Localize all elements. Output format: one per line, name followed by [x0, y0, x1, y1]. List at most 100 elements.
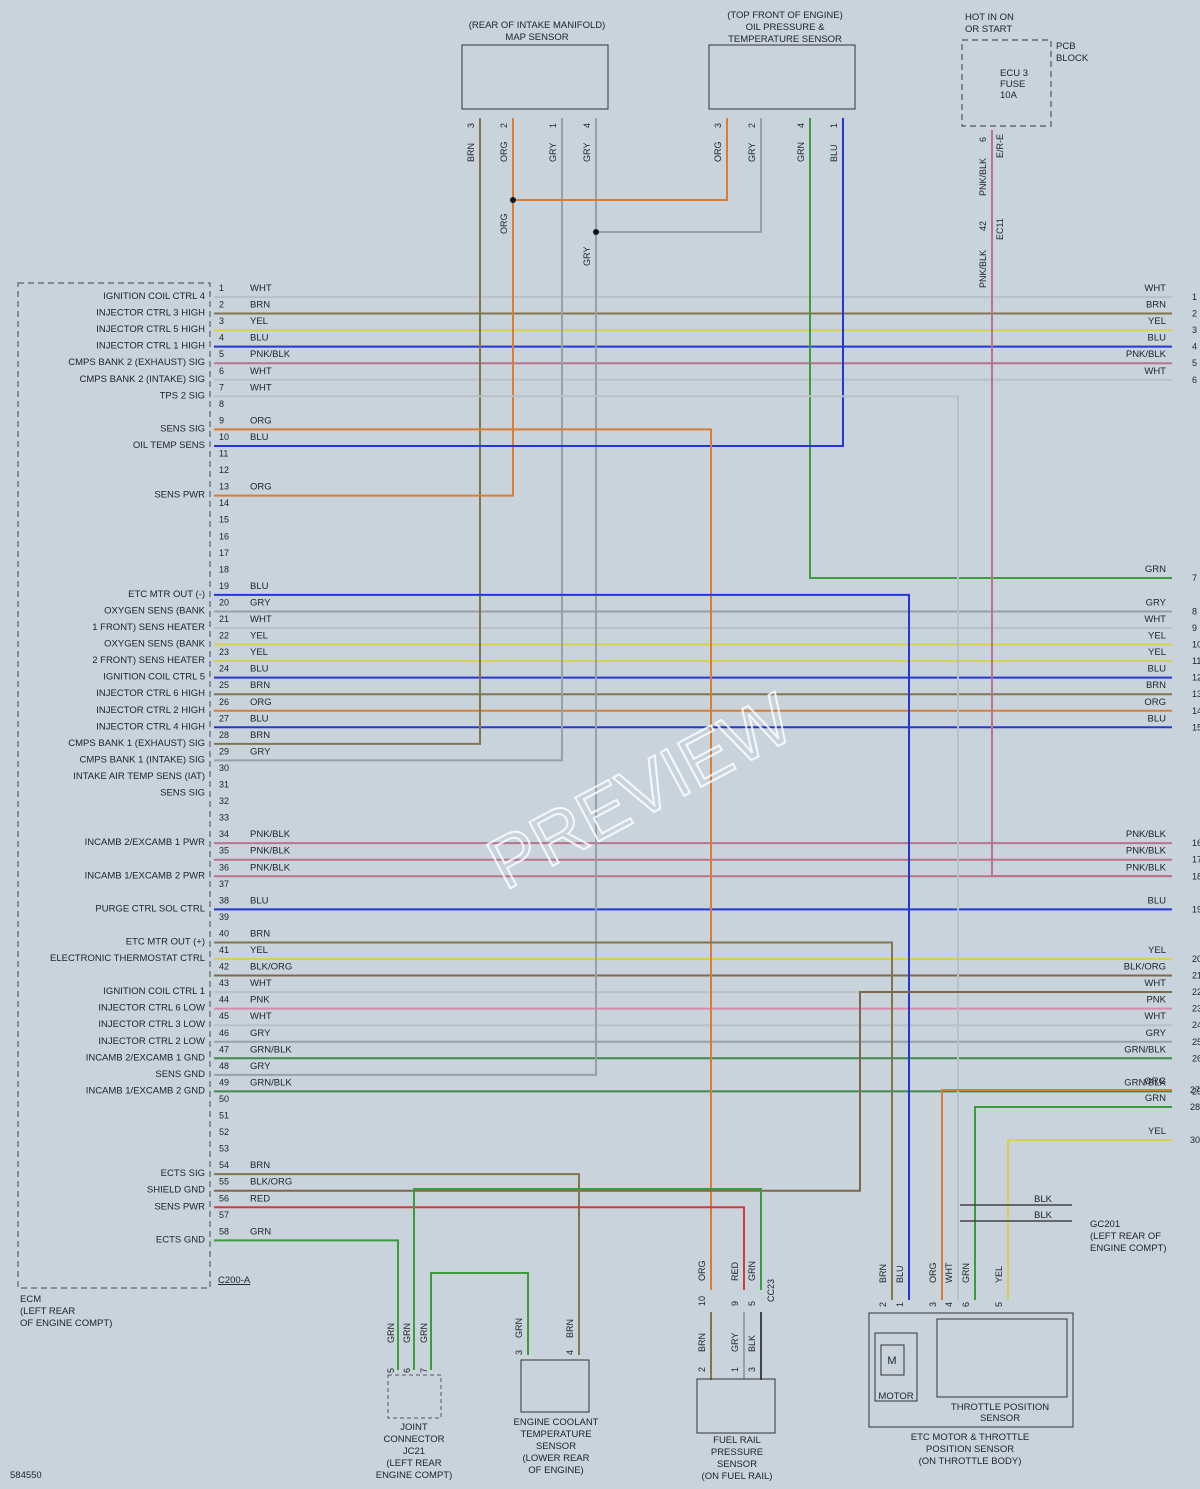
ecm-pin-label-27: INJECTOR CTRL 4 HIGH	[96, 721, 205, 732]
ecm-wire-color-19: BLU	[250, 581, 269, 592]
etc-wire-1: BLU	[895, 1265, 905, 1283]
fuse-conn: E/R-E	[995, 134, 1005, 158]
fuel-upper-wire-9: RED	[730, 1261, 740, 1281]
tps-label-2: SENSOR	[980, 1413, 1020, 1424]
fuel-upper-pin-10: 10	[697, 1296, 707, 1306]
ecm-wire-color-40: BRN	[250, 928, 270, 939]
right-pin-1: 1	[1192, 292, 1197, 302]
right-wire-color-41: YEL	[1148, 945, 1166, 956]
oil-pin-3: 3	[713, 123, 723, 128]
wire-extra-30	[1007, 1139, 1172, 1300]
motor-label: MOTOR	[878, 1391, 913, 1402]
ecm-pin-label-20: OXYGEN SENS (BANK	[104, 605, 205, 616]
ecm-pin-23: 23	[219, 647, 229, 657]
right-wire-color-3: YEL	[1148, 316, 1166, 327]
oil-wire-3: ORG	[713, 141, 723, 162]
ecm-pin-18: 18	[219, 564, 229, 574]
ecm-pin-label-56: SENS PWR	[154, 1201, 205, 1212]
ects-name-1: ENGINE COOLANT	[514, 1417, 599, 1428]
ecm-pin-3: 3	[219, 316, 224, 326]
wire-map-gry2	[214, 118, 597, 1076]
ecm-pin-55: 55	[219, 1177, 229, 1187]
right-wire-color-28: GRN	[1145, 1093, 1166, 1104]
wire-jc-grn2	[413, 1188, 762, 1370]
map-pin-2: 2	[499, 123, 509, 128]
map-pin-3: 3	[466, 123, 476, 128]
joint-connector-box	[387, 1374, 442, 1419]
ecm-wire-color-9: ORG	[250, 415, 272, 426]
wire-extra-28	[974, 1106, 1172, 1300]
fuse-name-3: 10A	[1000, 90, 1018, 101]
ecm-pin-2: 2	[219, 300, 224, 310]
ecm-wire-color-6: WHT	[250, 366, 272, 377]
ecm-wire-color-58: GRN	[250, 1226, 271, 1237]
wire-extra-27	[941, 1089, 1172, 1300]
ecm-pin-label-46: INJECTOR CTRL 2 LOW	[98, 1036, 205, 1047]
right-wire-color-47: GRN/BLK	[1124, 1044, 1166, 1055]
ecm-wire-color-23: YEL	[250, 647, 268, 658]
right-wire-color-49: GRN/BLK	[1124, 1077, 1166, 1088]
ec-conn: EC11	[995, 218, 1005, 240]
fuel-name-4: (ON FUEL RAIL)	[702, 1471, 773, 1482]
wire-oil-org	[513, 118, 728, 201]
ecm-pin-8: 8	[219, 399, 224, 409]
right-pin-18: 18	[1192, 871, 1200, 881]
etc-pin-2: 2	[878, 1302, 888, 1307]
oil-pin-2: 2	[747, 123, 757, 128]
ecm-wire-color-41: YEL	[250, 945, 268, 956]
etc-wire-3: ORG	[928, 1262, 938, 1283]
fuse-pin: 6	[978, 137, 988, 142]
tps-box	[936, 1318, 1068, 1398]
ects-name-3: SENSOR	[536, 1441, 576, 1452]
wire-oil-blu	[214, 118, 844, 447]
wire-map-org	[214, 118, 514, 497]
wire-sens-sig	[214, 428, 712, 1290]
ecm-pin-6: 6	[219, 366, 224, 376]
etc-motor-box	[874, 1332, 918, 1402]
ecm-pin-label-23: 2 FRONT) SENS HEATER	[92, 655, 205, 666]
ecm-pin-label-34: INCAMB 2/EXCAMB 1 PWR	[85, 837, 205, 848]
right-pin-25: 25	[1192, 1037, 1200, 1047]
fuse-name-2: FUSE	[1000, 79, 1025, 90]
etc-name-1: ETC MOTOR & THROTTLE	[911, 1432, 1029, 1443]
joint-pin-7: 7	[419, 1368, 429, 1373]
right-wire-color-27: ORG	[1144, 1076, 1166, 1087]
ecm-wire-color-47: GRN/BLK	[250, 1044, 292, 1055]
splice-gry-label: GRY	[582, 247, 592, 266]
ecm-pin-52: 52	[219, 1127, 229, 1137]
diagram-id: 584550	[10, 1470, 42, 1481]
fuel-lower-pin-2: 2	[697, 1367, 707, 1372]
ground-name-2: (LEFT REAR OF	[1090, 1231, 1161, 1242]
fuel-name-2: PRESSURE	[711, 1447, 763, 1458]
right-pin-22: 22	[1192, 987, 1200, 997]
right-wire-color-1: WHT	[1144, 283, 1166, 294]
ecm-pin-17: 17	[219, 548, 229, 558]
ecm-pin-41: 41	[219, 945, 229, 955]
ecm-wire-color-45: WHT	[250, 1011, 272, 1022]
fuel-upper-wire-10: ORG	[697, 1260, 707, 1281]
ecm-pin-label-6: CMPS BANK 2 (INTAKE) SIG	[80, 374, 205, 385]
right-wire-color-26: ORG	[1144, 697, 1166, 708]
ecm-pin-label-31: SENS SIG	[160, 788, 205, 799]
ecm-pin-label-30: INTAKE AIR TEMP SENS (IAT)	[73, 771, 205, 782]
right-pin-7: 7	[1192, 573, 1197, 583]
map-wire-3: BRN	[466, 143, 476, 162]
ecm-pin-label-3: INJECTOR CTRL 5 HIGH	[96, 324, 205, 335]
ecm-pin-16: 16	[219, 531, 229, 541]
oil-wire-2: GRY	[747, 143, 757, 162]
pcb-block-label-2: BLOCK	[1056, 53, 1089, 64]
ecm-pin-36: 36	[219, 862, 229, 872]
splice-org-label: ORG	[499, 213, 509, 234]
ecm-pin-57: 57	[219, 1210, 229, 1220]
ecm-pin-label-1: IGNITION COIL CTRL 4	[103, 291, 205, 302]
ecm-pin-34: 34	[219, 829, 229, 839]
right-wire-color-23: YEL	[1148, 647, 1166, 658]
ecm-wire-color-54: BRN	[250, 1160, 270, 1171]
ecm-pin-label-41: ELECTRONIC THERMOSTAT CTRL	[50, 953, 205, 964]
ecm-wire-color-38: BLU	[250, 895, 269, 906]
ecm-location-2: OF ENGINE COMPT)	[20, 1318, 112, 1329]
ecm-pin-label-24: IGNITION COIL CTRL 5	[103, 672, 205, 683]
etc-pin-5: 5	[994, 1302, 1004, 1307]
ecm-wire-color-49: GRN/BLK	[250, 1077, 292, 1088]
